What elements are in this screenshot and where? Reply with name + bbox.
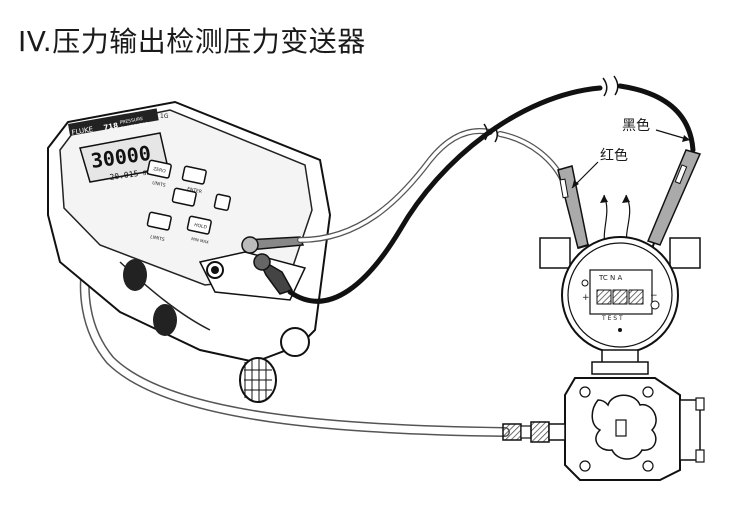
pressure-transmitter: TC N A T E S T + − (539, 236, 701, 375)
arrow-button[interactable] (213, 193, 232, 211)
enter-button[interactable] (181, 165, 207, 185)
meter-keypad: ZERO UNITS ENTER LIMITS HOLD MIN MAX (146, 159, 232, 245)
zero-button-label: ZERO (153, 166, 167, 175)
hose-fitting (502, 421, 566, 443)
terminal-bottom-label: T E S T (601, 315, 623, 322)
page-title: IV.压力输出检测压力变送器 (18, 25, 366, 58)
meter-brand: FLUKE (71, 125, 94, 137)
limits-label: LIMITS (150, 234, 166, 243)
fluke-calibrator: FLUKE 718 PRESSURE CALIBRATOR 1G 30000 2… (47, 100, 332, 403)
terminal-test (612, 289, 628, 305)
minmax-label: MIN MAX (191, 236, 210, 245)
grip-knob-left (123, 259, 147, 291)
meter-subtitle-top: PRESSURE (119, 116, 143, 126)
range-button[interactable] (146, 211, 172, 231)
meter-subtitle-bottom: CALIBRATOR (120, 121, 149, 132)
black-lead-label: 黑色 (622, 117, 650, 134)
ground-screw (650, 300, 660, 310)
terminal-minus (628, 289, 644, 305)
hold-label: HOLD (194, 222, 208, 231)
terminal-plus-label: + (582, 293, 590, 303)
pump-knob[interactable] (239, 357, 277, 403)
transmitter-flange (564, 377, 705, 481)
grip-knob-right (153, 304, 177, 336)
terminal-minus-label: − (650, 291, 658, 301)
black-test-lead (287, 75, 702, 304)
enter-label: ENTER (187, 186, 203, 195)
red-lead-label: 红色 (600, 147, 628, 164)
zero-button[interactable] (146, 159, 172, 179)
select-button[interactable] (171, 187, 197, 207)
lead-plugs (241, 236, 305, 295)
hold-button[interactable] (186, 215, 212, 235)
terminal-plus (596, 289, 612, 305)
meter-range: 1G (160, 113, 169, 120)
meter-model: 718 (103, 122, 119, 132)
units-label: UNITS (152, 180, 167, 189)
terminal-top-label: TC N A (598, 274, 622, 282)
